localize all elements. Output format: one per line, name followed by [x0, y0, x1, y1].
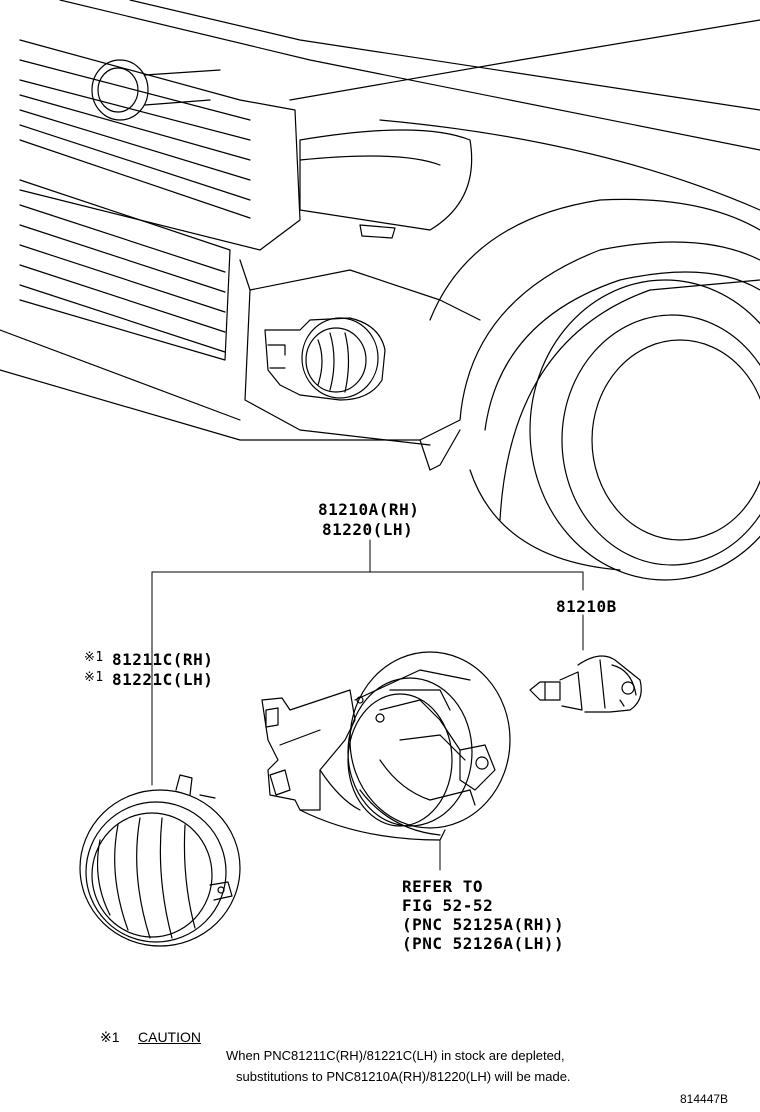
fog-lamp-housing [261, 651, 511, 841]
assembly-rh-label: 81210A(RH) [318, 500, 420, 519]
caution-mark: ※1 [100, 1029, 120, 1045]
vehicle-front-drawing [0, 0, 760, 581]
caution-line-2: substitutions to PNC81210A(RH)/81220(LH)… [236, 1069, 571, 1084]
bulb-label: 81210B [556, 597, 617, 616]
refer-pnc-lh-label: (PNC 52126A(LH)) [402, 934, 565, 953]
installed-fog-lamp [264, 317, 386, 401]
refer-pnc-rh-label: (PNC 52125A(RH)) [402, 915, 565, 934]
lens-lh-label: 81221C(LH) [112, 670, 214, 689]
lens-rh-label: 81211C(RH) [112, 650, 214, 669]
bulb-part [529, 655, 642, 713]
figure-id: 814447B [680, 1092, 729, 1106]
refer-to-label: REFER TO [402, 877, 484, 896]
refer-fig-label: FIG 52-52 [402, 896, 494, 915]
leader-lines [151, 539, 584, 871]
caution-title: CAUTION [138, 1029, 201, 1045]
caution-line-1: When PNC81211C(RH)/81221C(LH) in stock a… [226, 1048, 565, 1063]
fog-lamp-lens [79, 774, 241, 947]
lens-lh-mark: ※1 [84, 670, 104, 685]
lens-rh-mark: ※1 [84, 650, 104, 665]
assembly-lh-label: 81220(LH) [322, 520, 414, 539]
wheel-and-tire [429, 198, 760, 581]
